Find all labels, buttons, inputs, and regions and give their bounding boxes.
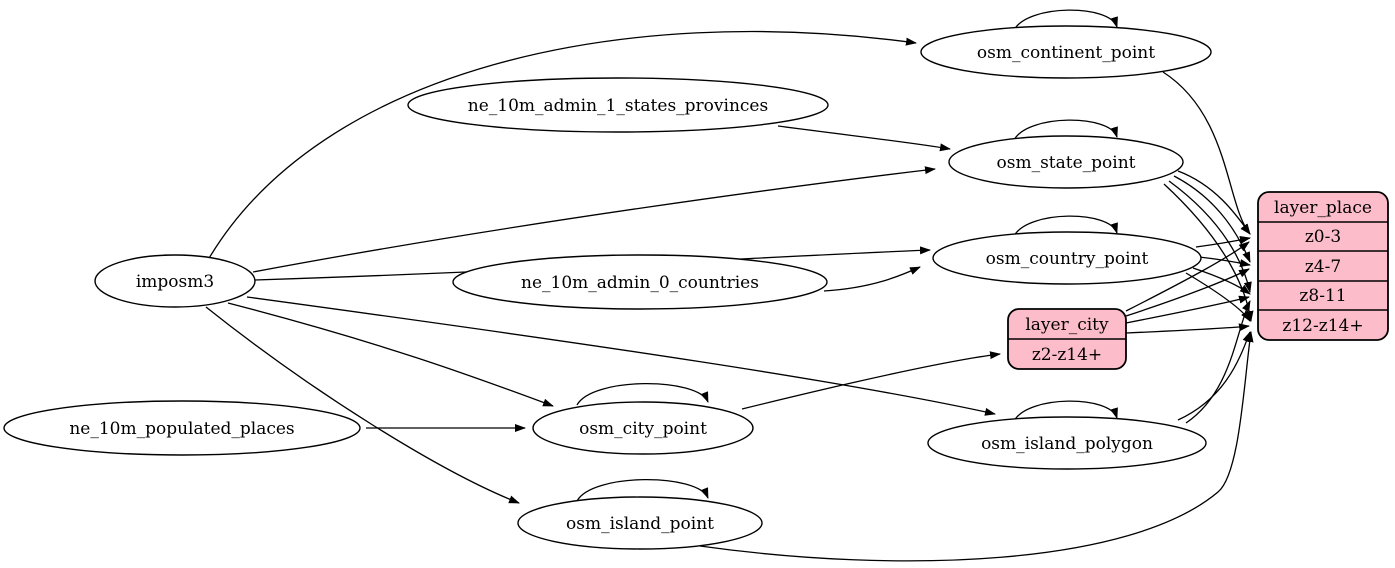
record-layer_place-row-z8-11: z8-11	[1299, 286, 1346, 306]
node-osm_continent_point-shape	[920, 25, 1212, 79]
edge-imposm3-osm_state_point	[252, 166, 936, 273]
node-ne_10m_populated_places: ne_10m_populated_places	[3, 400, 361, 456]
node-osm_state_point-shape	[948, 135, 1184, 189]
self-loop-osm_country_point	[1013, 215, 1118, 237]
node-osm_continent_point: osm_continent_point	[920, 25, 1212, 79]
node-osm_country_point: osm_country_point	[932, 231, 1202, 285]
record-layer_place-box	[1257, 191, 1389, 341]
self-loop-osm_continent_point	[1013, 9, 1118, 31]
node-osm_island_polygon: osm_island_polygon	[927, 416, 1207, 470]
edge-layer_city-layer_place-z12-z14	[1125, 323, 1250, 334]
edge-layer_city-layer_place-z4-7	[1125, 268, 1250, 317]
node-osm_island_point: osm_island_point	[517, 496, 763, 550]
edge-osm_country_point-layer_place-z4-7	[1198, 256, 1251, 267]
node-imposm3-label: imposm3	[136, 272, 214, 292]
edge-ne_10m_admin_0_countries-osm_country_point	[823, 266, 921, 292]
record-layer_city-title: layer_city	[1025, 315, 1109, 335]
edge-ne_10m_admin_1_states_provinces-osm_state_point	[777, 125, 951, 152]
node-osm_state_point: osm_state_point	[948, 135, 1184, 189]
record-layer_place-row-z0-3: z0-3	[1305, 227, 1341, 247]
record-layer_place: layer_place z0-3 z4-7 z8-11 z12-z14+	[1257, 191, 1389, 341]
edge-layer_city-layer_place-z0-3	[1125, 241, 1250, 312]
edge-layer	[205, 9, 1254, 562]
edge-osm_state_point-layer_place-z0-3	[1177, 170, 1251, 235]
edge-imposm3-osm_island_polygon	[246, 296, 996, 416]
record-layer_place-title: layer_place	[1274, 198, 1372, 218]
node-osm_continent_point-label: osm_continent_point	[977, 43, 1155, 63]
node-osm_country_point-label: osm_country_point	[986, 249, 1149, 269]
edge-osm_country_point-layer_place-z8-11	[1192, 267, 1251, 295]
node-ne_10m_admin_0_countries-label: ne_10m_admin_0_countries	[521, 273, 759, 293]
self-loop-osm_island_point	[576, 479, 709, 502]
self-loop-osm_state_point	[1013, 119, 1118, 141]
node-ne_10m_admin_0_countries: ne_10m_admin_0_countries	[452, 254, 828, 310]
edge-osm_country_point-layer_place-z12-z14	[1185, 272, 1251, 322]
node-ne_10m_populated_places-label: ne_10m_populated_places	[69, 419, 294, 439]
record-layer_place-row-z12-z14: z12-z14+	[1282, 316, 1363, 336]
node-osm_city_point-shape	[532, 401, 754, 455]
edge-imposm3-osm_island_point	[205, 306, 520, 504]
node-osm_island_point-label: osm_island_point	[566, 514, 714, 534]
edge-osm_island_polygon-layer_place-z8-11	[1185, 300, 1251, 424]
node-osm_state_point-label: osm_state_point	[997, 153, 1136, 173]
record-layer_city: layer_city z2-z14+	[1007, 308, 1127, 370]
edge-osm_city_point-layer_city-z2-z14	[741, 351, 1001, 410]
edge-osm_island_polygon-layer_place-z12-z14	[1177, 331, 1251, 421]
self-loop-osm_island_polygon	[1013, 400, 1118, 422]
node-osm_island_point-shape	[517, 496, 763, 550]
edge-osm_country_point-layer_place-z0-3	[1195, 236, 1251, 248]
edge-osm_continent_point-layer_place-z0-3	[1162, 71, 1251, 235]
node-imposm3: imposm3	[94, 254, 256, 308]
edge-imposm3-osm_city_point	[227, 302, 554, 407]
edge-osm_island_point-layer_place-z12-z14	[699, 331, 1254, 562]
record-layer_city-row-z2-z14: z2-z14+	[1032, 345, 1102, 365]
node-ne_10m_admin_1_states_provinces-label: ne_10m_admin_1_states_provinces	[468, 96, 768, 116]
node-osm_island_polygon-label: osm_island_polygon	[981, 434, 1153, 454]
node-imposm3-shape	[94, 254, 256, 308]
node-ne_10m_admin_0_countries-shape	[452, 254, 828, 310]
edge-imposm3-osm_continent_point	[207, 30, 917, 261]
node-osm_island_polygon-shape	[927, 416, 1207, 470]
node-ne_10m_admin_1_states_provinces: ne_10m_admin_1_states_provinces	[407, 77, 829, 133]
node-osm_city_point-label: osm_city_point	[579, 419, 707, 439]
node-ne_10m_admin_1_states_provinces-shape	[407, 77, 829, 133]
node-ne_10m_populated_places-shape	[3, 400, 361, 456]
self-loop-osm_city_point	[576, 383, 709, 406]
node-osm_city_point: osm_city_point	[532, 401, 754, 455]
edge-layer_city-layer_place-z8-11	[1125, 295, 1250, 324]
edge-osm_state_point-layer_place-z4-7	[1173, 175, 1251, 263]
node-osm_country_point-shape	[932, 231, 1202, 285]
record-layer_place-row-z4-7: z4-7	[1305, 257, 1341, 277]
